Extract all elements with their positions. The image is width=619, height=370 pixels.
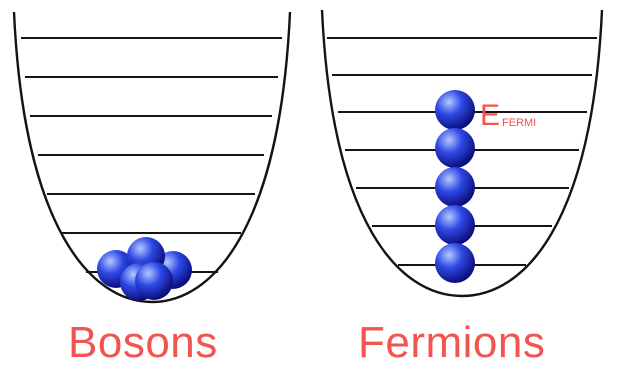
fermion-particle: [435, 90, 475, 130]
fermi-energy-subscript: FERMI: [502, 117, 536, 129]
fermion-particle: [435, 243, 475, 283]
fermi-energy-symbol: E: [480, 99, 500, 132]
bosons-caption: Bosons: [68, 318, 218, 367]
fermion-particle: [435, 167, 475, 207]
boson-energy-levels: [21, 37, 282, 273]
fermion-particle: [435, 128, 475, 168]
boson-particle: [135, 262, 173, 300]
fermion-particles: [435, 90, 475, 283]
fermions-caption: Fermions: [358, 318, 546, 367]
fermion-potential-well: [320, 9, 604, 298]
bosons-panel: [12, 11, 292, 304]
boson-particles: [97, 237, 192, 301]
fermion-particle: [435, 205, 475, 245]
boson-potential-well: [12, 11, 292, 304]
